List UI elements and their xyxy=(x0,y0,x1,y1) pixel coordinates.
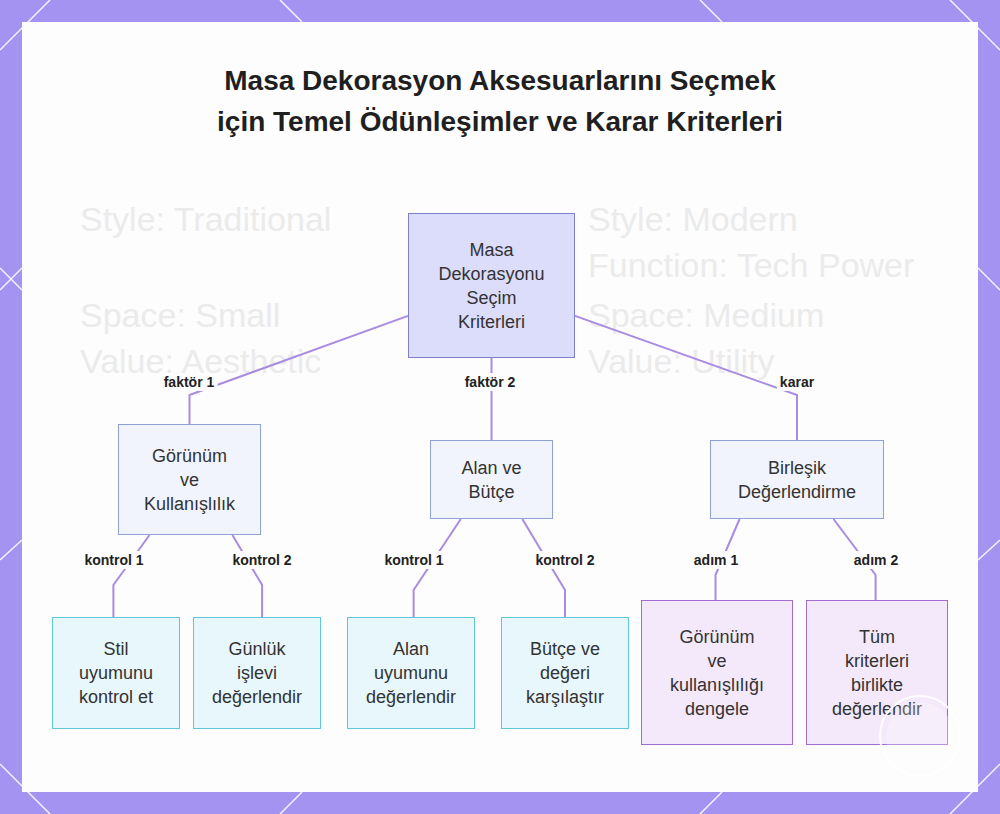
background-text: Style: Traditional xyxy=(80,200,331,239)
connector-line xyxy=(232,535,262,617)
node-text: Birleşik Değerlendirme xyxy=(731,456,863,504)
edge-label: adım 1 xyxy=(691,551,741,569)
edge-label: kontrol 1 xyxy=(81,551,146,569)
node-text: Görünüm ve kullanışlılığı dengele xyxy=(668,625,766,721)
connector-line xyxy=(575,316,797,440)
connector-line xyxy=(190,316,409,424)
edge-label: karar xyxy=(777,373,817,391)
check-box: Stil uyumunu kontrol et xyxy=(52,617,180,729)
step-box: Görünüm ve kullanışlılığı dengele xyxy=(641,600,793,745)
edge-label: kontrol 1 xyxy=(381,551,446,569)
background-text: Style: Modern xyxy=(588,200,798,239)
root-box: Masa Dekorasyonu Seçim Kriterleri xyxy=(408,213,575,358)
connector-line xyxy=(113,535,149,617)
edge-label: adım 2 xyxy=(851,551,901,569)
edge-label: faktör 2 xyxy=(462,373,519,391)
check-box: Bütçe ve değeri karşılaştır xyxy=(501,617,629,729)
node-text: Bütçe ve değeri karşılaştır xyxy=(516,637,614,709)
check-box: Günlük işlevi değerlendir xyxy=(193,617,321,729)
edge-label: kontrol 2 xyxy=(229,551,294,569)
background-text: Space: Medium xyxy=(588,296,824,335)
factor-box: Görünüm ve Kullanışlılık xyxy=(118,424,261,535)
diagram-title: Masa Dekorasyon Aksesuarlarını Seçmek iç… xyxy=(210,60,790,142)
edge-label: kontrol 2 xyxy=(532,551,597,569)
factor-box: Birleşik Değerlendirme xyxy=(710,440,884,519)
node-text: Masa Dekorasyonu Seçim Kriterleri xyxy=(437,238,546,334)
node-text: Tüm kriterleri birlikte değerlendir xyxy=(828,625,926,721)
check-box: Alan uyumunu değerlendir xyxy=(347,617,475,729)
edge-label: faktör 1 xyxy=(161,373,218,391)
node-text: Görünüm ve Kullanışlılık xyxy=(144,444,235,516)
node-text: Günlük işlevi değerlendir xyxy=(208,637,306,709)
connector-line xyxy=(491,358,493,440)
step-box: Tüm kriterleri birlikte değerlendir xyxy=(806,600,948,745)
background-text: Function: Tech Power xyxy=(588,246,914,285)
node-text: Alan ve Bütçe xyxy=(451,456,532,504)
background-text: Space: Small xyxy=(80,296,280,335)
node-text: Stil uyumunu kontrol et xyxy=(67,637,165,709)
node-text: Alan uyumunu değerlendir xyxy=(362,637,460,709)
factor-box: Alan ve Bütçe xyxy=(430,440,553,519)
background-text: Value: Utility xyxy=(588,342,774,381)
